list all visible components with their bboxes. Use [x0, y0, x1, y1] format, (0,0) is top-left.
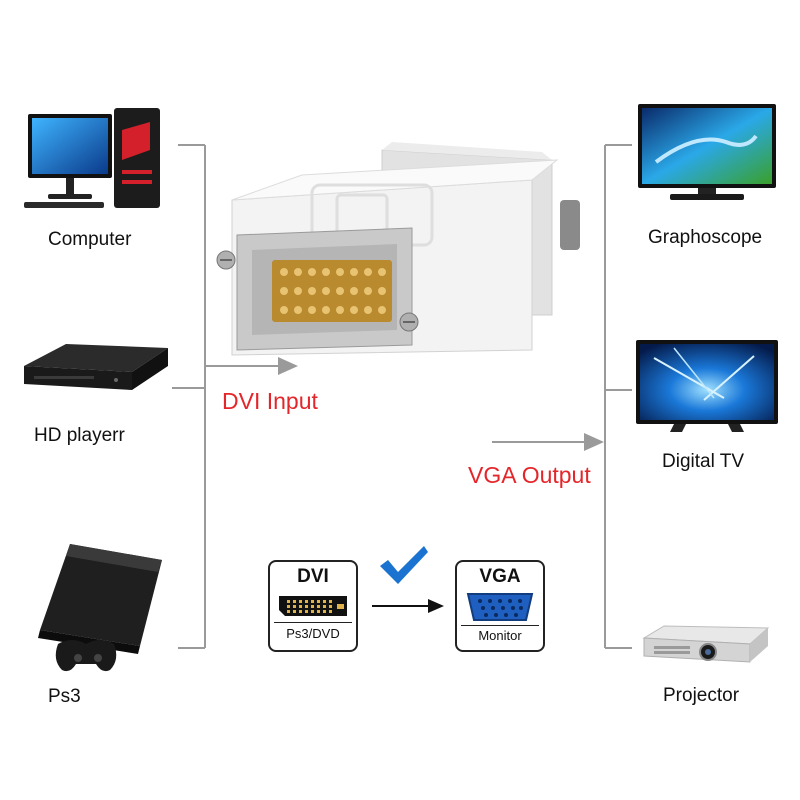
vga-output-label: VGA Output [468, 462, 591, 488]
input-label-hd-player: HD playerr [34, 425, 125, 446]
projector-icon [642, 625, 770, 663]
graphoscope-icon [638, 104, 776, 200]
output-label-digital-tv: Digital TV [662, 451, 745, 472]
dvi-port-box: DVI Ps3/DVD [268, 560, 358, 652]
dvi-port-subtitle: Ps3/DVD [286, 626, 340, 641]
vga-port-box: VGA Monitor [455, 560, 545, 652]
vga-port-icon [466, 593, 534, 621]
dvi-port-title: DVI [297, 566, 329, 587]
input-label-computer: Computer [48, 229, 132, 250]
output-bracket [604, 144, 632, 649]
digital-tv-icon [636, 340, 778, 432]
dvi-vga-adapter-icon [216, 142, 580, 356]
vga-port-subtitle: Monitor [478, 628, 522, 643]
dvi-input-label: DVI Input [222, 388, 318, 414]
output-label-graphoscope: Graphoscope [648, 227, 763, 248]
dvi-port-icon [279, 596, 347, 616]
checkmark-icon [380, 546, 428, 584]
ps3-console-icon [38, 544, 162, 672]
output-label-projector: Projector [663, 685, 740, 706]
input-label-ps3: Ps3 [48, 686, 81, 707]
input-bracket [172, 144, 206, 649]
legend-arrow-icon [372, 599, 444, 613]
hd-player-icon [24, 344, 168, 390]
vga-output-arrow [492, 433, 604, 451]
computer-icon [24, 108, 160, 208]
dvi-input-arrow [205, 357, 298, 375]
vga-port-title: VGA [479, 566, 521, 587]
